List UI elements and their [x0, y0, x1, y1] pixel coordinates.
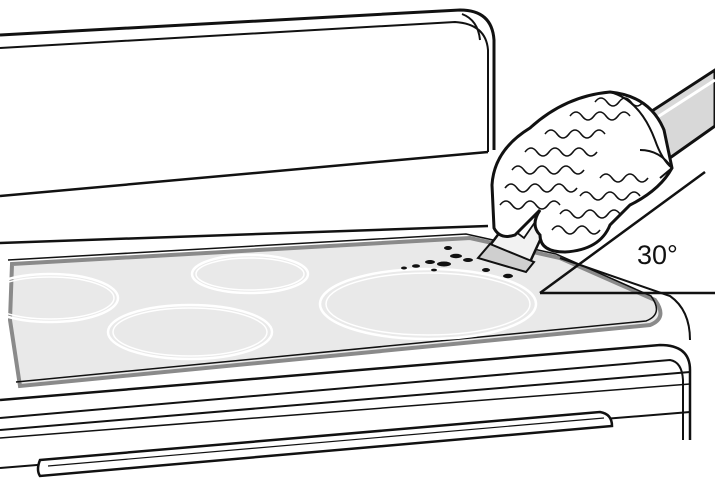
backguard	[0, 10, 494, 196]
cooktop-glass	[0, 234, 690, 386]
angle-label: 30°	[637, 240, 678, 270]
door-handle	[38, 412, 612, 476]
oven-mitt-icon	[492, 92, 672, 252]
